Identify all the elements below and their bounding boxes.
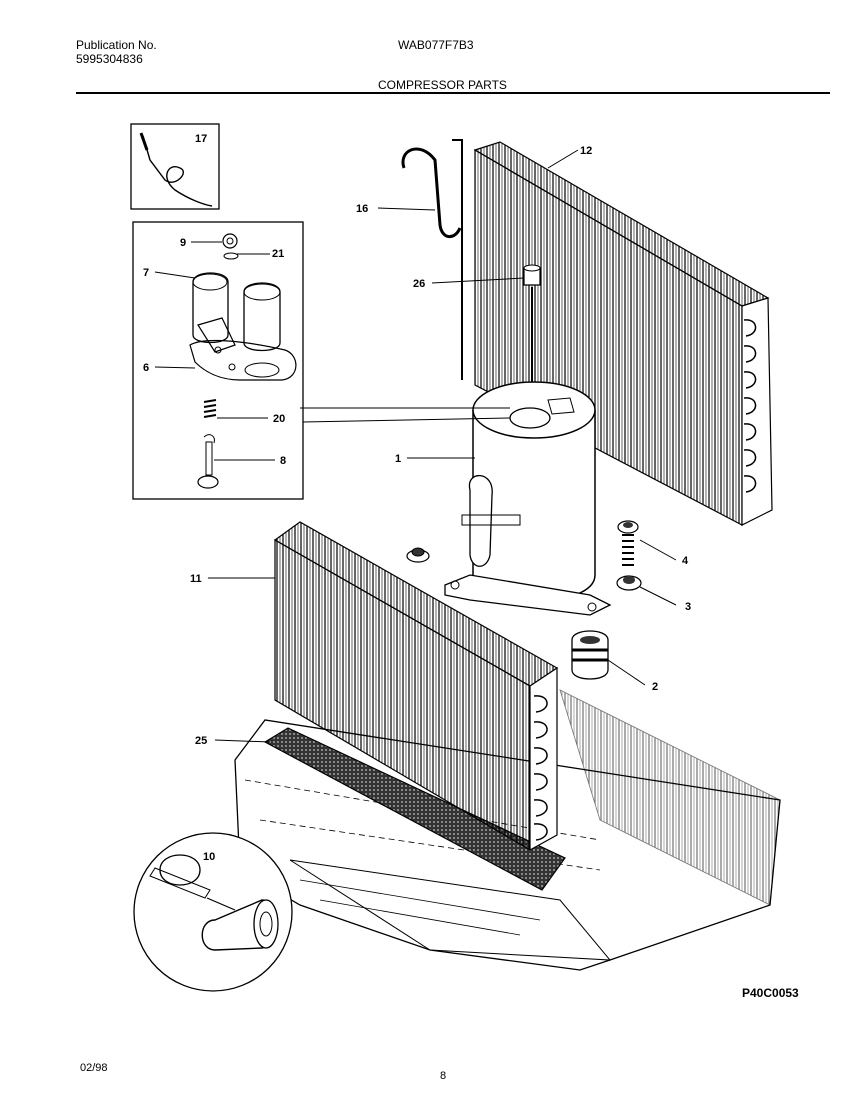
callout-26: 26	[413, 278, 425, 290]
inset-thermal-cutout	[130, 123, 220, 210]
callout-3: 3	[685, 601, 691, 613]
publication-date: 02/98	[80, 1062, 108, 1074]
compressor	[444, 381, 612, 616]
callout-12: 12	[580, 145, 592, 157]
callout-4: 4	[682, 555, 689, 567]
callout-11: 11	[190, 573, 202, 585]
section-title: COMPRESSOR PARTS	[378, 78, 507, 92]
callout-17: 17	[195, 133, 207, 145]
publication-label: Publication No.	[76, 38, 157, 52]
callout-7: 7	[143, 267, 149, 279]
leader-lines	[154, 149, 677, 743]
callout-25: 25	[195, 735, 207, 747]
callout-10: 10	[203, 851, 215, 863]
grommet	[523, 264, 541, 385]
header-rule	[76, 92, 830, 94]
suction-tube	[452, 139, 463, 380]
callout-8: 8	[280, 455, 286, 467]
discharge-tube	[401, 147, 462, 239]
callout-20: 20	[273, 413, 285, 425]
callout-21: 21	[272, 248, 284, 260]
evaporator-coil	[273, 521, 559, 852]
inset-capacitor	[133, 832, 293, 992]
callout-16: 16	[356, 203, 368, 215]
callout-1: 1	[395, 453, 401, 465]
publication-number: 5995304836	[76, 52, 143, 66]
page-number: 8	[440, 1070, 447, 1082]
figure-code: P40C0053	[742, 986, 799, 1000]
air-filter	[263, 727, 566, 891]
callout-6: 6	[143, 362, 149, 374]
callout-2: 2	[652, 681, 658, 693]
condenser-coil	[473, 141, 773, 526]
inset-overload-assembly	[132, 221, 304, 500]
mounting-hardware	[406, 520, 642, 680]
model-number: WAB077F7B3	[398, 38, 474, 52]
callout-9: 9	[180, 237, 186, 249]
